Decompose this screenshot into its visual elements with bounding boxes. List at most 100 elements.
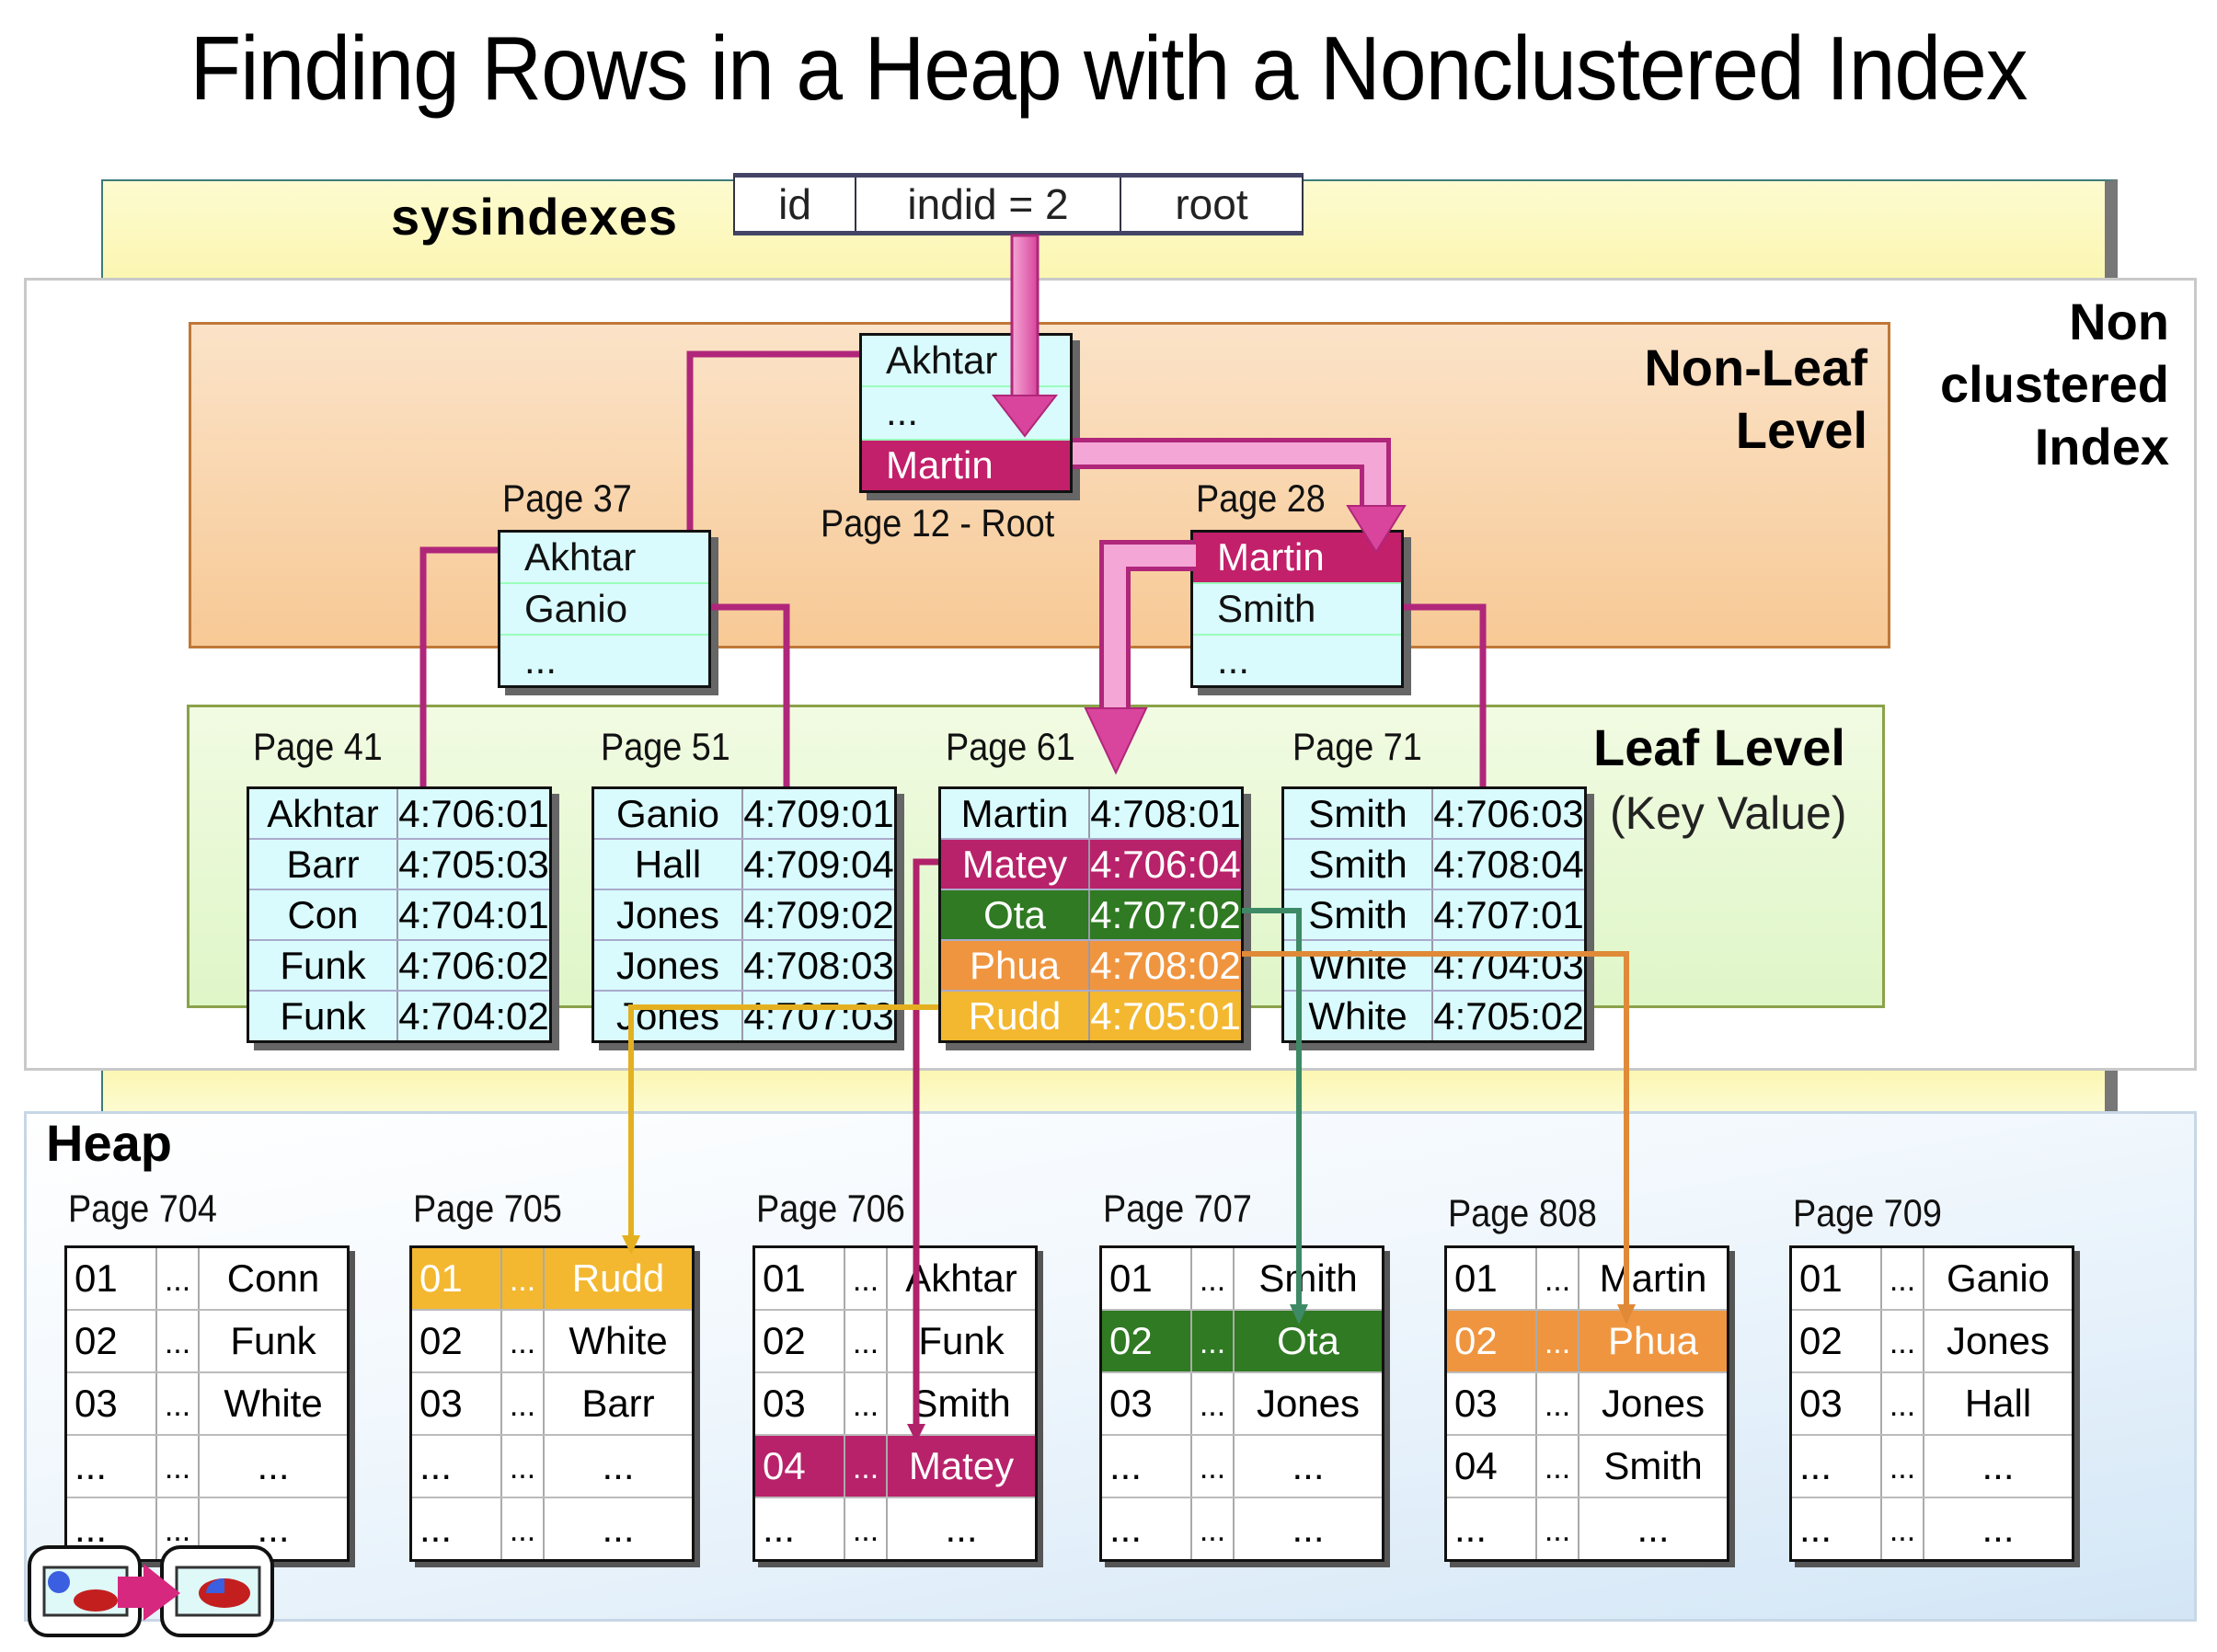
- heap-row: 03...White: [67, 1373, 347, 1436]
- non-leaf-level-label: Non-Leaf Level: [1564, 337, 1867, 462]
- leaf-page-caption: Page 41: [253, 725, 383, 768]
- row-name: Funk: [230, 1319, 316, 1362]
- row-name: White: [569, 1319, 668, 1362]
- row-name: Ota: [1277, 1319, 1339, 1362]
- heap-row: 02... Funk: [67, 1311, 347, 1373]
- row-id: 4:707:01: [1433, 893, 1584, 936]
- index-entry-highlighted: Martin: [1193, 533, 1401, 584]
- row-name: ...: [1982, 1444, 2015, 1487]
- slot-number: 02: [755, 1311, 845, 1371]
- row-name: Conn: [226, 1256, 320, 1300]
- row-name: Rudd: [571, 1256, 665, 1300]
- index-entry: Akhtar: [862, 336, 1070, 387]
- slot-number: ...: [67, 1436, 157, 1497]
- row-data: ...: [502, 1248, 545, 1309]
- row-name: Jones: [1256, 1382, 1361, 1425]
- leaf-level-label: Leaf Level: [1593, 718, 1845, 776]
- row-data: ...: [502, 1498, 545, 1559]
- row-name: Martin: [1599, 1256, 1707, 1300]
- row-name: Akhtar: [905, 1256, 1017, 1300]
- slot-number: ...: [755, 1498, 845, 1559]
- row-name: ...: [257, 1444, 290, 1487]
- heap-page-caption: Page 704: [68, 1187, 217, 1230]
- row-id: 4:708:02: [1090, 944, 1241, 987]
- heap-row: 01...Conn: [67, 1248, 347, 1311]
- index-entry: Ganio: [500, 584, 708, 636]
- row-name: Phua: [1607, 1319, 1699, 1362]
- heap-page-caption: Page 706: [756, 1187, 905, 1230]
- slot-number: 01: [67, 1248, 157, 1309]
- row-name: ...: [1637, 1507, 1670, 1550]
- row-id: 4:709:01: [743, 792, 894, 835]
- heap-row: 03...Barr: [412, 1373, 692, 1436]
- previous-slide-icon: [42, 1566, 129, 1617]
- row-id: 4:706:04: [1090, 843, 1241, 886]
- row-name: Jones: [1601, 1382, 1706, 1425]
- row-data: ...: [157, 1373, 200, 1434]
- row-name: Hall: [1964, 1382, 2032, 1425]
- heap-row: 03...Jones: [1447, 1373, 1727, 1436]
- slot-number: 02: [67, 1311, 157, 1371]
- row-data: ...: [1882, 1311, 1924, 1371]
- row-data: ...: [845, 1248, 888, 1309]
- heap-label: Heap: [46, 1114, 172, 1172]
- heap-row: .........: [1447, 1498, 1727, 1559]
- row-data: ...: [502, 1311, 545, 1371]
- row-id: 4:705:01: [1090, 994, 1241, 1038]
- row-id: 4:704:03: [1433, 944, 1584, 987]
- row-data: ...: [502, 1373, 545, 1434]
- row-id: 4:705:03: [398, 843, 549, 886]
- page-caption: Page 28: [1196, 476, 1326, 520]
- row-data: ...: [157, 1311, 200, 1371]
- sysindexes-col-indid: indid = 2: [856, 178, 1121, 231]
- slot-number: 01: [755, 1248, 845, 1309]
- key-value: Matey: [941, 840, 1090, 889]
- slot-number: ...: [67, 1498, 157, 1559]
- slot-number: 02: [412, 1311, 502, 1371]
- key-value: Barr: [249, 840, 398, 889]
- row-id: 4:704:02: [398, 994, 549, 1038]
- heap-row: .........: [1102, 1436, 1382, 1498]
- row-data: ...: [845, 1498, 888, 1559]
- heap-row-highlighted: 04...Matey: [755, 1436, 1035, 1498]
- next-slide-button[interactable]: [160, 1545, 274, 1637]
- key-value: Jones: [594, 890, 743, 939]
- key-value: Jones: [594, 992, 743, 1040]
- row-data: ...: [1192, 1498, 1235, 1559]
- heap-page-caption: Page 808: [1448, 1191, 1597, 1234]
- slot-number: 01: [1792, 1248, 1882, 1309]
- row-name: ...: [602, 1444, 635, 1487]
- heap-row-highlighted: 02...Ota: [1102, 1311, 1382, 1373]
- key-value: Funk: [249, 992, 398, 1040]
- slot-number: 02: [1447, 1311, 1537, 1371]
- heap-row: 02...Jones: [1792, 1311, 2072, 1373]
- sysindexes-col-id: id: [735, 178, 856, 231]
- sysindexes-row: id indid = 2 root: [733, 173, 1304, 235]
- row-data: ...: [1537, 1248, 1579, 1309]
- previous-slide-button[interactable]: [28, 1545, 142, 1637]
- row-name: Jones: [1946, 1319, 2050, 1362]
- row-id: 4:706:02: [398, 944, 549, 987]
- key-value: Smith: [1284, 840, 1433, 889]
- row-name: Matey: [908, 1444, 1015, 1487]
- label-line: Non: [2069, 293, 2169, 350]
- row-data: ...: [1192, 1373, 1235, 1434]
- row-name: White: [224, 1382, 323, 1425]
- label-line: Index: [2034, 418, 2169, 476]
- heap-page-caption: Page 709: [1793, 1191, 1942, 1234]
- slot-number: 01: [412, 1248, 502, 1309]
- row-id: 4:704:01: [398, 893, 549, 936]
- index-entry: ...: [862, 387, 1070, 441]
